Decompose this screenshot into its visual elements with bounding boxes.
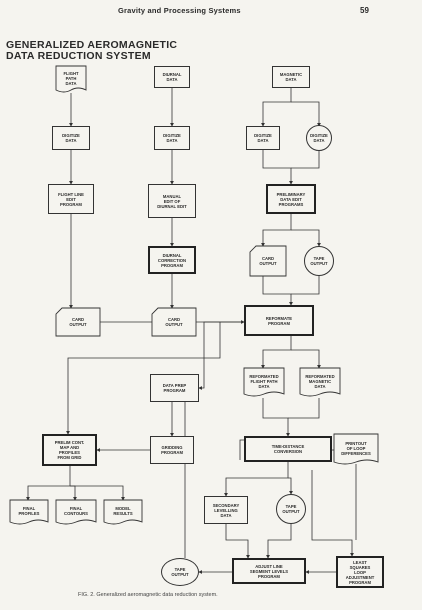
- node-flight-path-data: FLIGHT PATH DATA: [63, 70, 79, 86]
- running-header: Gravity and Processing Systems 59: [0, 6, 422, 20]
- node-card-output-c: CARD OUTPUT: [259, 256, 277, 266]
- running-header-title: Gravity and Processing Systems: [118, 6, 241, 15]
- document-shape-model-results: [103, 499, 143, 525]
- node-tape-output-c: TAPE OUTPUT: [161, 558, 199, 586]
- node-gridding-program: GRIDDING PROGRAM: [150, 436, 194, 464]
- node-secondary-levelling-data: SECONDARY LEVELLING DATA: [204, 496, 248, 524]
- diagram-title-line-2: DATA REDUCTION SYSTEM: [6, 50, 151, 62]
- diagram-title: GENERALIZED AEROMAGNETIC DATA REDUCTION …: [6, 40, 266, 62]
- node-digitize-data-d: DIGITIZE DATA: [306, 125, 332, 151]
- node-digitize-data-c: DIGITIZE DATA: [246, 126, 280, 150]
- node-model-results: MODEL RESULTS: [113, 506, 133, 516]
- card-shape-output-c: [249, 245, 287, 277]
- card-shape-output-a: [55, 307, 101, 337]
- node-digitize-data-a: DIGITIZE DATA: [52, 126, 90, 150]
- node-card-output-b: CARD OUTPUT: [165, 317, 183, 327]
- page-number: 59: [360, 6, 369, 15]
- node-adjust-line-segment-levels: ADJUST LINE SEGMENT LEVELS PROGRAM: [232, 558, 306, 584]
- node-reformate-program: REFORMATE PROGRAM: [244, 305, 314, 336]
- node-digitize-data-b: DIGITIZE DATA: [154, 126, 190, 150]
- node-tape-output-b: TAPE OUTPUT: [276, 494, 306, 524]
- node-final-profiles: FINAL PROFILES: [18, 506, 40, 516]
- document-shape-reformated-magnetic: [299, 367, 341, 397]
- card-shape-output-b: [151, 307, 197, 337]
- node-least-squares-loop-adjustment: LEAST SQUARES LOOP ADJUSTMENT PROGRAM: [336, 556, 384, 588]
- node-reformated-flight-path-data: REFORMATED FLIGHT PATH DATA: [249, 373, 279, 389]
- figure-caption: FIG. 2. Generalized aeromagnetic data re…: [78, 592, 218, 598]
- node-time-distance-conversion: TIME-DISTANCE CONVERSION: [244, 436, 332, 462]
- node-reformated-magnetic-data: REFORMATED MAGNETIC DATA: [305, 373, 335, 389]
- node-printout-loop-differences: PRINTOUT OF LOOP DIFFERENCES: [341, 440, 371, 456]
- diagram-title-line-1: GENERALIZED AEROMAGNETIC: [6, 39, 178, 51]
- node-prelim-contour-map: PRELIM CONT. MAP AND PROFILES FROM GRID: [42, 434, 97, 466]
- node-magnetic-data: MAGNETIC DATA: [272, 66, 310, 88]
- document-shape-printout: [333, 433, 379, 465]
- node-flight-line-edit-program: FLIGHT LINE EDIT PROGRAM: [48, 184, 94, 214]
- document-shape-reformated-flight: [243, 367, 285, 397]
- node-preliminary-data-edit-programs: PRELIMINARY DATA EDIT PROGRAMS: [266, 184, 316, 214]
- document-shape-final-profiles: [9, 499, 49, 525]
- node-manual-edit-diurnal: MANUAL EDIT OF DIURNAL EDIT: [148, 184, 196, 218]
- node-diurnal-correction-program: DIURNAL CORRECTION PROGRAM: [148, 246, 196, 274]
- node-data-prep-program: DATA PREP PROGRAM: [150, 374, 199, 402]
- document-shape-final-contours: [55, 499, 97, 525]
- node-final-contours: FINAL CONTOURS: [64, 506, 88, 516]
- node-card-output-a: CARD OUTPUT: [69, 317, 87, 327]
- node-tape-output-a: TAPE OUTPUT: [304, 246, 334, 276]
- document-shape-flight-path: [55, 65, 87, 93]
- node-diurnal-data: DIURNAL DATA: [154, 66, 190, 88]
